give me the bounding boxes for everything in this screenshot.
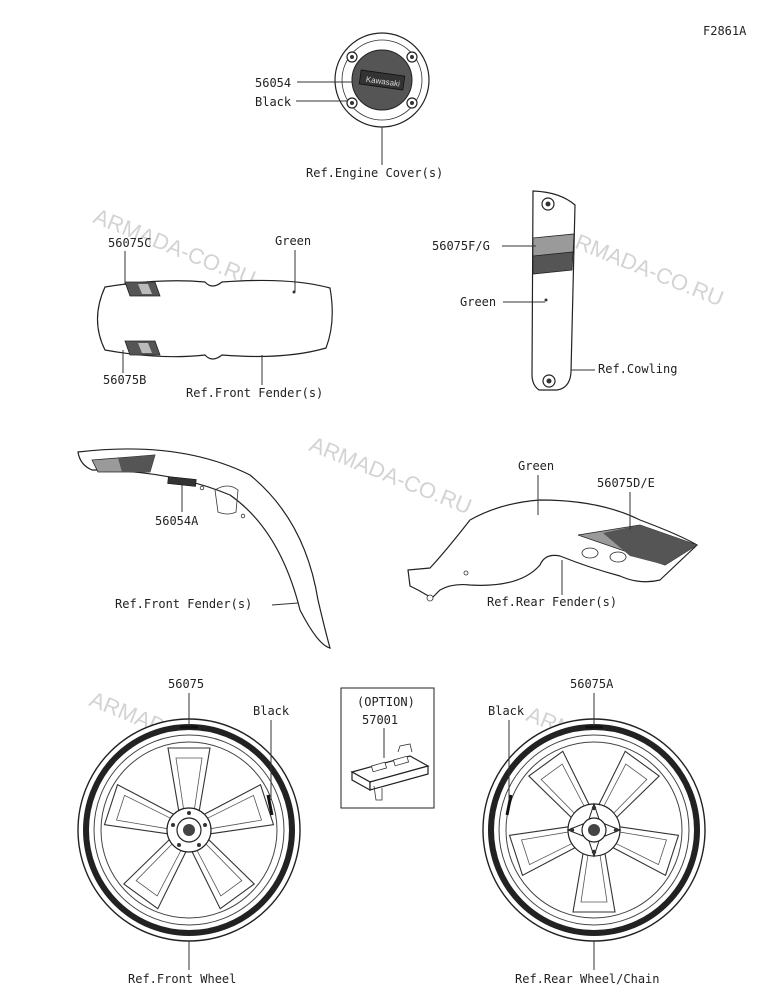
front-fender-top-ref: Ref.Front Fender(s) — [186, 386, 323, 400]
rear-wheel-group: 56075A Black Ref.Rear Wheel/Chain — [482, 677, 706, 986]
option-part-number: 57001 — [362, 713, 398, 727]
rear-fender-group: Green 56075D/E Ref.Rear Fender(s) — [407, 459, 698, 609]
engine-cover-drawing: Kawasaki — [334, 32, 430, 128]
option-box — [340, 687, 435, 809]
rear-fender-color: Green — [518, 459, 554, 473]
front-fender-top-part-lower: 56075B — [103, 373, 146, 387]
figure-code: F2861A — [703, 24, 747, 38]
cowling-color: Green — [460, 295, 496, 309]
rear-fender-part-number: 56075D/E — [597, 476, 655, 490]
engine-cover-ref: Ref.Engine Cover(s) — [306, 166, 443, 180]
front-fender-side-drawing — [77, 448, 331, 649]
rear-wheel-color: Black — [488, 704, 525, 718]
front-wheel-part-number: 56075 — [168, 677, 204, 691]
front-wheel-ref: Ref.Front Wheel — [128, 972, 236, 986]
watermark-2: ARMADA-CO.RU — [558, 223, 727, 311]
front-fender-top-color: Green — [275, 234, 311, 248]
engine-cover-color: Black — [255, 95, 292, 109]
front-wheel-group: 56075 Black Ref.Front Wheel — [77, 677, 301, 986]
option-part-drawing — [350, 743, 430, 801]
engine-cover-group: Kawasaki 56054 Black Ref.Engine Cover(s) — [255, 32, 443, 180]
engine-cover-part-number: 56054 — [255, 76, 291, 90]
watermark-3: ARMADA-CO.RU — [306, 431, 475, 519]
front-fender-top-part-upper: 56075C — [108, 236, 151, 250]
rear-wheel-ref: Ref.Rear Wheel/Chain — [515, 972, 660, 986]
cowling-drawing — [531, 190, 576, 391]
cowling-part-number: 56075F/G — [432, 239, 490, 253]
rear-wheel-part-number: 56075A — [570, 677, 614, 691]
front-fender-side-part-number: 56054A — [155, 514, 199, 528]
rear-wheel-drawing — [482, 718, 706, 942]
front-wheel-drawing — [77, 718, 301, 942]
option-title: (OPTION) — [357, 695, 415, 709]
rear-fender-drawing — [407, 499, 698, 602]
front-fender-top-drawing — [96, 279, 333, 360]
option-group: (OPTION) 57001 — [340, 687, 435, 809]
cowling-ref: Ref.Cowling — [598, 362, 677, 376]
cowling-group: 56075F/G Green Ref.Cowling — [432, 190, 677, 391]
front-fender-side-ref: Ref.Front Fender(s) — [115, 597, 252, 611]
front-fender-side-group: 56054A Ref.Front Fender(s) — [77, 448, 331, 649]
front-fender-top-group: 56075C Green 56075B Ref.Front Fender(s) — [96, 234, 333, 400]
front-wheel-color: Black — [253, 704, 290, 718]
rear-fender-ref: Ref.Rear Fender(s) — [487, 595, 617, 609]
